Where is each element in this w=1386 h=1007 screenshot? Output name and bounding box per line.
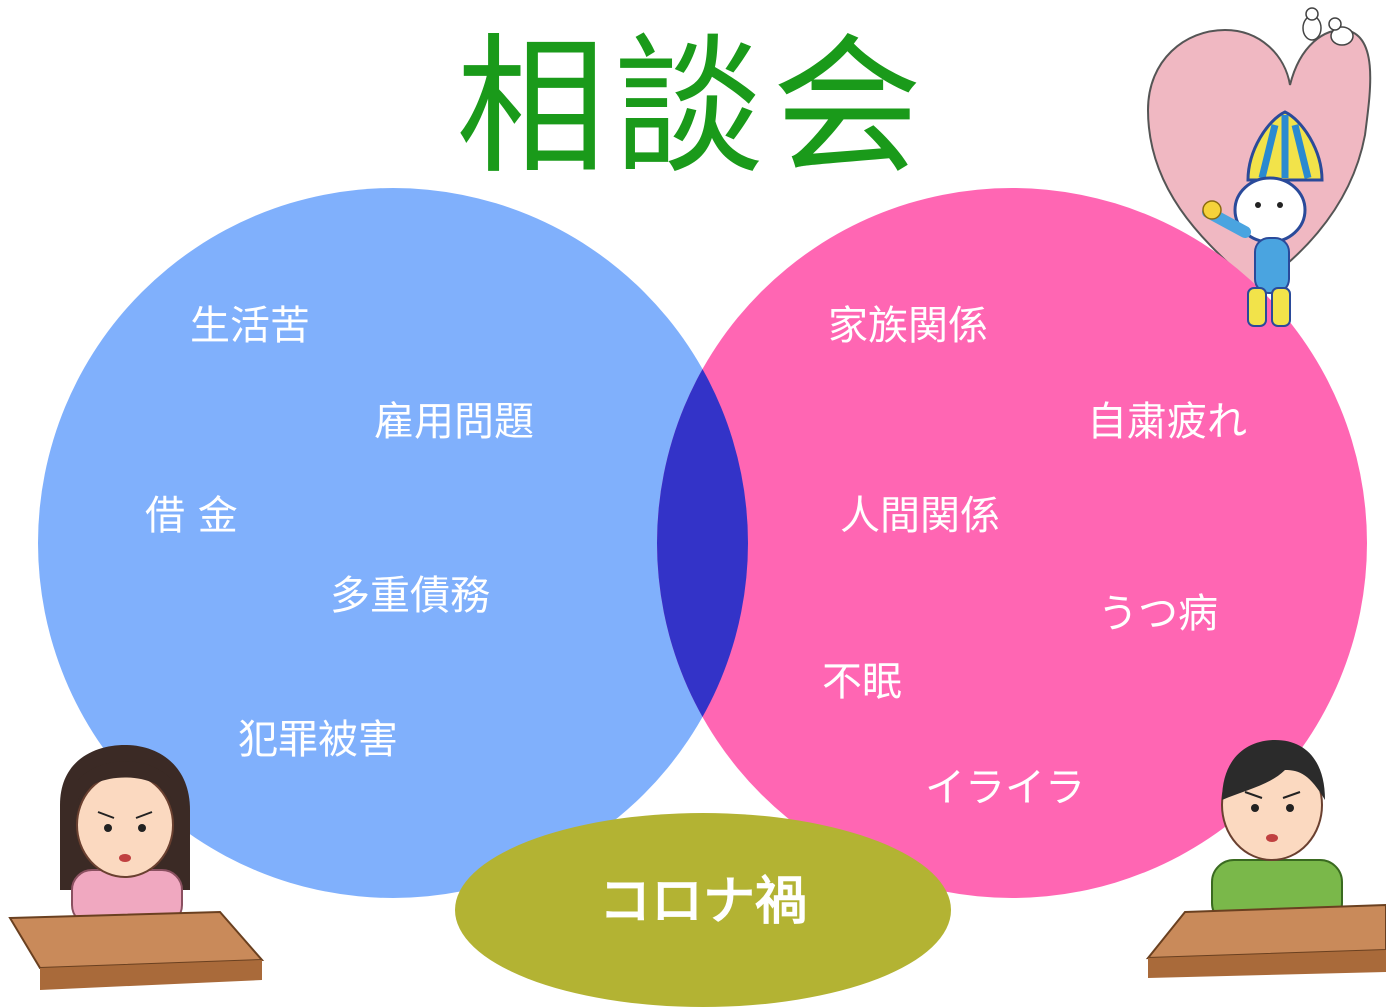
worried-boy-icon <box>1145 740 1386 978</box>
covid-label: コロナ禍 <box>598 872 807 932</box>
label-employment-issues: 雇用問題 <box>374 399 534 445</box>
label-family-relations: 家族関係 <box>828 303 988 349</box>
label-debt: 借 金 <box>145 493 238 539</box>
label-interpersonal-relations: 人間関係 <box>840 493 1000 539</box>
label-multiple-debts: 多重債務 <box>330 573 490 619</box>
label-stay-home-fatigue: 自粛疲れ <box>1087 399 1247 445</box>
right-circle <box>657 188 1367 898</box>
covid-oval <box>455 813 951 1007</box>
label-crime-victim: 犯罪被害 <box>238 717 398 763</box>
label-insomnia: 不眠 <box>822 659 902 705</box>
label-living-hardship: 生活苦 <box>190 303 310 349</box>
label-irritation: イライラ <box>925 765 1085 811</box>
doves-icon <box>1302 7 1354 46</box>
worried-woman-icon <box>8 745 265 990</box>
page-title: 相談会 <box>455 21 930 195</box>
mascot-icon <box>1202 110 1324 327</box>
left-circle <box>38 188 748 898</box>
label-depression: うつ病 <box>1098 591 1218 637</box>
